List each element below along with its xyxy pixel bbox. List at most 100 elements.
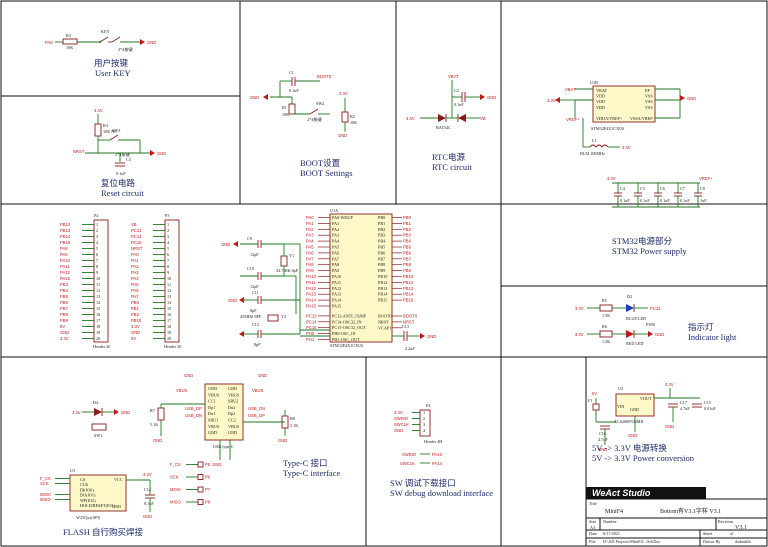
power-pin-label: EP — [645, 88, 651, 93]
cap-ref: C5 — [640, 186, 645, 191]
svg-text:C1: C1 — [289, 70, 294, 75]
typec-test-pad-label: P7 — [205, 487, 211, 492]
cap-value: 0.1uF — [620, 198, 630, 203]
flash-pin-label: CS — [80, 477, 86, 482]
svg-text:8pF: 8pF — [254, 342, 261, 347]
header-pin-net: PA3 — [131, 270, 139, 275]
header-pin-number: 8 — [96, 264, 98, 269]
header-p3-body — [164, 219, 180, 343]
boot-title-zh: BOOT设置 — [300, 158, 341, 168]
svg-text:10K: 10K — [66, 45, 73, 50]
mcu-net-label: PA7 — [306, 256, 314, 261]
mcu-net-label: PB9 — [403, 268, 412, 273]
svg-text:STM32F4X1CXU6: STM32F4X1CXU6 — [330, 343, 363, 348]
mcu-net-label: PA2 — [306, 227, 314, 232]
mcu-net-label: PA5 — [306, 245, 314, 250]
flash-title-zh: FLASH 自行购买焊接 — [63, 527, 144, 537]
svg-text:USB_DN: USB_DN — [185, 413, 202, 418]
flash-pin-label: HOLD/RESET(IO3) — [80, 503, 115, 508]
header-pin-net: PA12 — [60, 270, 71, 275]
mcu-pin-label: PA12 — [332, 286, 341, 291]
typec-test-pad-label: P6 — [205, 475, 211, 480]
svg-text:Header 4H: Header 4H — [424, 439, 442, 444]
svg-text:VBUS: VBUS — [252, 388, 264, 393]
mcu-pin-label: PA7 — [332, 256, 339, 261]
mcu-pin-label: PA1 — [332, 221, 339, 226]
power-pin-label: VSS — [645, 99, 653, 104]
svg-text:GND: GND — [184, 373, 193, 378]
flash-section: 3.3V D4 GND SW1 U3 CSCLKDI(IO0)DO(IO1)WP… — [40, 400, 155, 537]
typec-net-label: MOSI — [170, 487, 181, 492]
typec-pin-label: VBUS — [228, 424, 240, 429]
header-pin-number: 2 — [167, 228, 169, 233]
svg-text:VBAT: VBAT — [565, 87, 576, 92]
header-pin-number: 3 — [167, 234, 169, 239]
header-pin-net: PB1 — [131, 306, 140, 311]
ground-icon — [648, 331, 653, 337]
net-pa0: PA0 — [45, 40, 53, 45]
swd-pin-number: 3 — [423, 422, 425, 427]
typec-test-pad-label: P8 — [205, 500, 211, 505]
svg-text:GND: GND — [628, 433, 637, 438]
svg-text:GND: GND — [278, 438, 287, 443]
header-pin-net: PA0 — [131, 252, 139, 257]
mcu-pin-label: PB12 — [378, 280, 387, 285]
svg-text:GND: GND — [630, 407, 639, 412]
svg-text:GND: GND — [228, 298, 237, 303]
mcu-pin-label: PB2 — [378, 227, 385, 232]
svg-text:VBAT: VBAT — [448, 74, 459, 79]
typec-test-pad-label: P5 — [205, 462, 211, 467]
svg-text:NRST: NRST — [73, 149, 85, 154]
typec-pin-label: VBUS — [228, 392, 240, 397]
svg-text:VOUT: VOUT — [640, 396, 652, 401]
svg-text:D2: D2 — [627, 294, 632, 299]
mcu-net-label: PA11 — [306, 280, 316, 285]
typec-pin-label: Dp2 — [228, 411, 235, 416]
header-pin-number: 20 — [167, 336, 171, 341]
header-pin-number: 19 — [167, 330, 171, 335]
header-pin-number: 10 — [167, 276, 171, 281]
mcu-net-label: BOOT0 — [403, 314, 418, 319]
header-pin-net: PB4 — [60, 288, 69, 293]
flash-pin-label: DI(IO0) — [80, 487, 94, 492]
header-pin-net: PA6 — [131, 288, 139, 293]
typec-pin-label: VBUS — [208, 424, 220, 429]
svg-text:C14: C14 — [144, 487, 152, 492]
header-pin-number: 7 — [96, 258, 98, 263]
typec-section: GNDVBUSCC1Dp1Dn1SBU1VBUSGNDGNDVBUSSBU2Dn… — [150, 373, 340, 505]
header-pin-net: GND — [60, 330, 69, 335]
crystal-y1 — [280, 255, 288, 267]
ground-icon — [140, 39, 145, 45]
svg-text:USB_DP: USB_DP — [185, 406, 202, 411]
mcu-net-label: PB0 — [403, 215, 412, 220]
mcu-net-label: PA12 — [306, 286, 317, 291]
flash-pin-label: GND — [112, 504, 121, 509]
usb-typec-connector — [204, 383, 244, 441]
svg-text:of: of — [730, 531, 734, 536]
svg-text:BLM 100MHz: BLM 100MHz — [580, 151, 605, 156]
header-pin-number: 13 — [96, 294, 100, 299]
power-pin-label: VSS — [645, 94, 653, 99]
svg-text:P2: P2 — [94, 213, 98, 218]
typec-net-label: MISO — [170, 500, 181, 505]
diode-icon — [458, 114, 466, 122]
mcu-pin-label: PC15-OSC32_OUT — [332, 325, 366, 330]
header-pin-number: 18 — [167, 324, 171, 329]
svg-text:PC13: PC13 — [650, 306, 661, 311]
mcu-pin-label: PA6 — [332, 250, 339, 255]
mcu-pin-label: BOOT0 — [378, 314, 392, 319]
mcu-pin-label: PC14-OSC32_IN — [332, 319, 362, 324]
mcu-net-label: PB12 — [403, 280, 414, 285]
svg-text:C12: C12 — [252, 322, 259, 327]
flash-net-label: F_CS — [40, 476, 51, 481]
typec-pin-label: VBUS — [208, 392, 220, 397]
flash-chip — [69, 474, 127, 512]
mcu-pin-label: PB4 — [378, 239, 386, 244]
svg-text:File: File — [589, 539, 596, 544]
svg-text:D:\AD Projects\MiniF4\..\SchDo: D:\AD Projects\MiniF4\..\SchDoc — [603, 539, 660, 544]
svg-text:R4: R4 — [103, 123, 109, 128]
svg-text:10K: 10K — [282, 112, 289, 117]
mcu-pin-label: PA8 — [332, 262, 339, 267]
